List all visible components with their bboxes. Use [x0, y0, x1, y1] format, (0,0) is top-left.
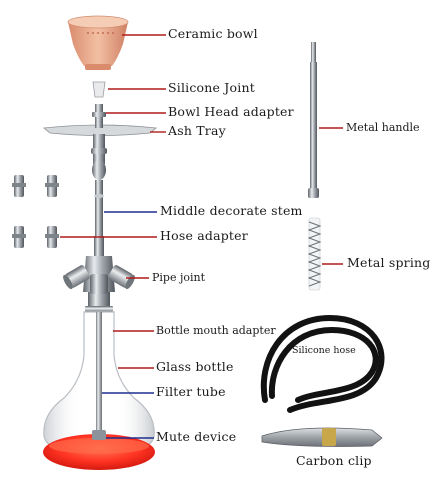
- label-middle-decorate-stem: Middle decorate stem: [160, 203, 303, 218]
- filter-tube: [96, 312, 102, 434]
- label-filter-tube: Filter tube: [156, 384, 226, 399]
- leader-lines: [60, 34, 343, 439]
- hose-adapters: [12, 175, 59, 248]
- carbon-clip: [261, 427, 383, 447]
- label-metal-spring: Metal spring: [347, 255, 431, 270]
- metal-spring: [307, 217, 322, 291]
- pipe-joint: [63, 265, 135, 294]
- metal-handle: [308, 42, 319, 198]
- label-carbon-clip: Carbon clip: [296, 453, 372, 468]
- label-pipe-joint: Pipe joint: [152, 271, 206, 284]
- silicone-joint: [92, 81, 106, 98]
- label-ceramic-bowl: Ceramic bowl: [168, 26, 258, 41]
- label-mute-device: Mute device: [156, 429, 237, 444]
- label-bowl-head-adapter: Bowl Head adapter: [168, 104, 294, 119]
- label-glass-bottle: Glass bottle: [156, 359, 234, 374]
- label-bottle-mouth-adapter: Bottle mouth adapter: [156, 324, 276, 337]
- label-hose-adapter: Hose adapter: [160, 228, 248, 243]
- label-metal-handle: Metal handle: [346, 121, 420, 134]
- silicone-hose: [260, 314, 385, 413]
- ceramic-bowl: [67, 15, 129, 70]
- glass-bottle: [43, 311, 155, 470]
- mute-device: [92, 430, 106, 440]
- label-ash-tray: Ash Tray: [168, 123, 226, 138]
- label-silicone-hose: Silicone hose: [292, 345, 356, 356]
- ash-tray: [43, 124, 157, 136]
- label-silicone-joint: Silicone Joint: [168, 80, 255, 95]
